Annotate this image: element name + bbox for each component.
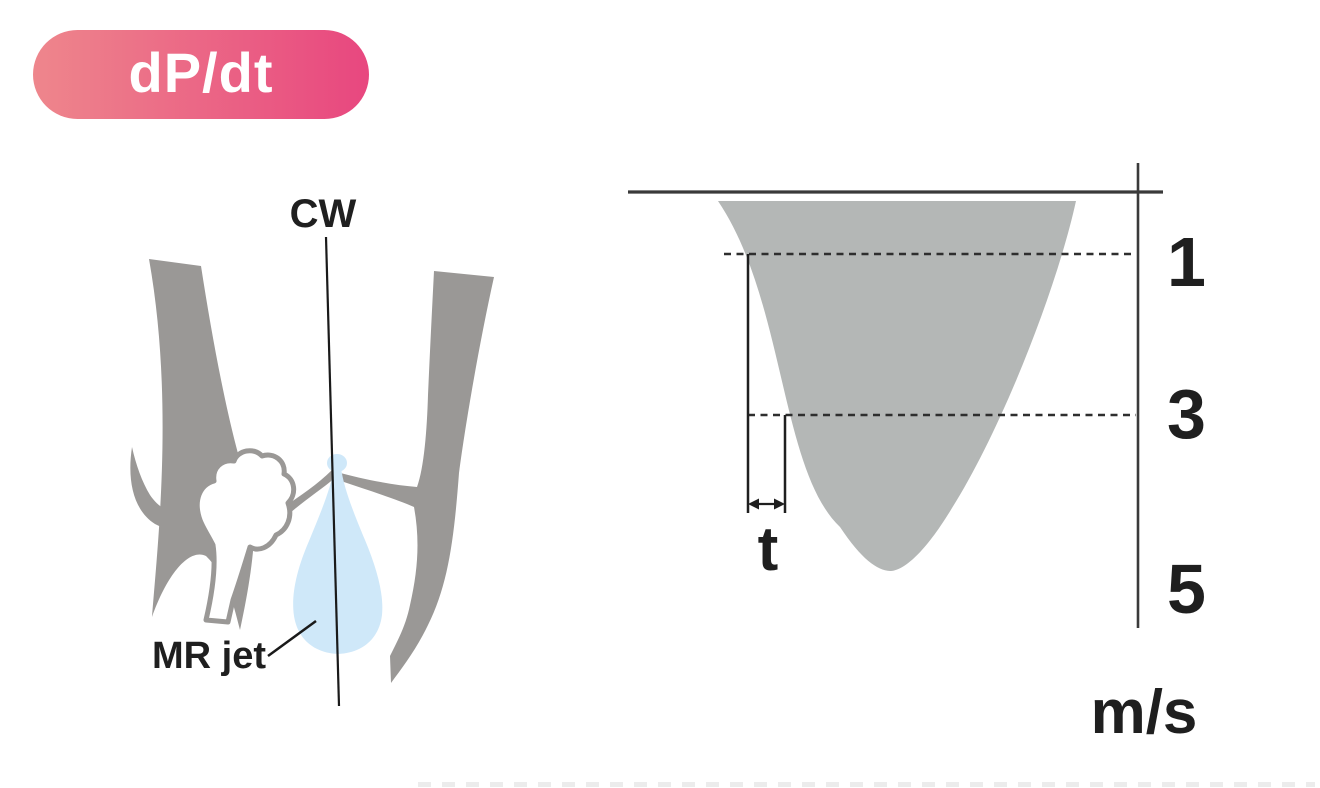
cw-label: CW	[290, 192, 357, 236]
badge-label: dP/dt	[128, 41, 274, 104]
cw-line	[324, 236, 341, 707]
tick-label-1: 1	[1167, 223, 1206, 301]
unit-label: m/s	[1091, 678, 1198, 747]
tick-label-5: 5	[1167, 550, 1206, 628]
heart-figure: CW MR jet	[130, 192, 494, 707]
time-label: t	[758, 515, 779, 584]
dpdt-badge: dP/dt	[33, 30, 369, 119]
mr-jet-label: MR jet	[152, 635, 266, 677]
tick-label-3: 3	[1167, 375, 1206, 453]
cutoff-text-artifact	[418, 782, 1315, 787]
heart-wall-right	[337, 271, 494, 683]
doppler-figure: t 1 3 5 m/s	[628, 163, 1206, 747]
mr-jet	[293, 468, 383, 654]
papillary-muscle	[194, 448, 297, 625]
atrial-horn	[130, 447, 196, 531]
envelope	[718, 201, 1076, 571]
mitral-leaflet-left	[284, 470, 336, 513]
time-arrow	[748, 498, 785, 510]
mr-jet-pointer-line	[267, 619, 317, 658]
